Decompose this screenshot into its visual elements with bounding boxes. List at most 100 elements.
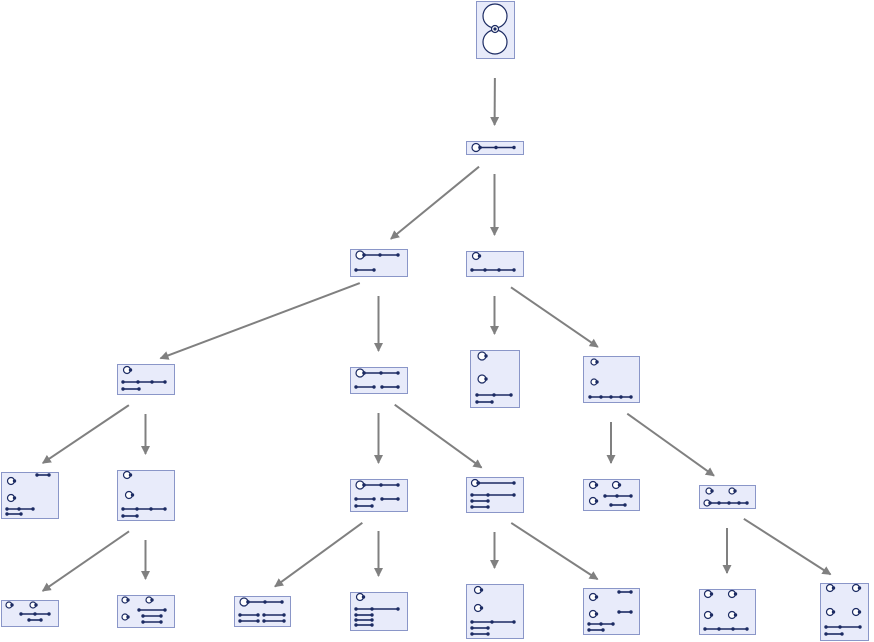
vertex-dot [475,393,479,397]
loop-icon [482,29,508,55]
tree-node-n4d [466,477,524,513]
vertex-dot [594,595,599,599]
edge-n3b-n4d [394,403,483,469]
vertex-dot [733,489,737,493]
vertex-dot [141,614,145,618]
vertex-dot [379,483,383,487]
edge-n4b-n5a [41,530,130,592]
vertex-dot [512,268,516,272]
vertex-dot [150,598,154,602]
vertex-dot [587,622,591,626]
tree-node-n4b [117,470,175,521]
tree-node-n5d [350,592,408,631]
vertex-dot [745,627,749,631]
vertex-dot [595,380,599,384]
vertex-dot [824,632,828,636]
vertex-dot [354,618,358,622]
vertex-dot [857,610,862,614]
vertex-dot [370,613,374,617]
vertex-dot [831,610,836,614]
vertex-dot [475,400,479,404]
edge-n3a-n4a [41,404,130,464]
vertex-dot [39,618,43,622]
vertex-dot [372,497,376,501]
vertex-dot [370,607,374,611]
vertex-dot [512,620,516,624]
vertex-dot [490,400,494,404]
vertex-dot [617,610,621,614]
vertex-dot [354,613,358,617]
vertex-dot [354,385,358,389]
vertex-dot [130,493,135,497]
vertex-dot [19,612,23,616]
vertex-dot [19,512,23,516]
vertex-dot [484,377,488,381]
edge-n2b-n3d [510,286,599,348]
vertex-dot [512,145,516,150]
vertex-dot [280,600,284,604]
vertex-dot [163,507,167,511]
vertex-dot [588,395,592,399]
vertex-dot [492,393,496,397]
vertex-dot [396,253,400,257]
vertex-dot [708,501,712,505]
vertex-dot [831,586,836,590]
tree-node-n3c [470,350,520,408]
vertex-dot [479,588,484,592]
vertex-dot [486,626,490,630]
vertex-dot [717,501,721,505]
edge-n4d-n5f [510,522,599,581]
vertex-dot [727,501,731,505]
vertex-dot [128,368,133,372]
vertex-dot [35,473,39,477]
vertex-dot [594,483,599,487]
vertex-dot [141,620,145,624]
edges-layer [41,77,832,592]
tree-node-n1 [466,141,524,155]
tree-node-n5h [820,583,869,641]
vertex-dot [840,632,844,636]
vertex-dot [128,473,133,477]
vertex-dot [5,512,9,516]
vertex-dot [378,253,382,257]
vertex-dot [27,618,31,622]
tree-node-n5b [117,595,175,628]
vertex-dot [470,620,474,624]
vertex-dot [478,145,482,150]
vertex-dot [824,625,828,629]
vertex-dot [601,628,605,632]
vertex-dot [733,613,738,617]
edge-n4f-n5h [743,517,832,576]
vertex-dot [370,623,374,627]
vertex-dot [33,612,37,616]
edge-n3d-n4f [626,412,715,477]
vertex-dot [379,371,383,375]
vertex-dot [470,632,474,636]
vertex-dot [629,395,633,399]
vertex-dot [159,620,163,624]
vertex-dot [609,503,613,507]
vertex-dot [282,619,286,623]
edge-n2a-n3a [159,282,361,360]
vertex-dot [629,590,633,594]
vertex-dot [493,27,497,31]
vertex-dot [47,473,51,477]
vertex-dot [362,253,366,257]
vertex-dot [5,507,9,511]
vertex-dot [372,385,376,389]
vertex-dot [484,354,488,358]
tree-node-n4e [583,479,640,511]
tree-node-n5a [1,600,59,627]
vertex-dot [246,600,250,604]
vertex-dot [490,620,494,624]
vertex-dot [256,619,260,623]
vertex-dot [263,600,267,604]
vertex-dot [262,613,266,617]
vertex-dot [717,627,721,631]
vertex-dot [470,268,474,272]
vertex-dot [396,607,400,611]
vertex-dot [745,501,749,505]
vertex-dot [470,493,474,497]
edge-n4c-n5c [274,521,363,588]
vertex-dot [629,610,633,614]
